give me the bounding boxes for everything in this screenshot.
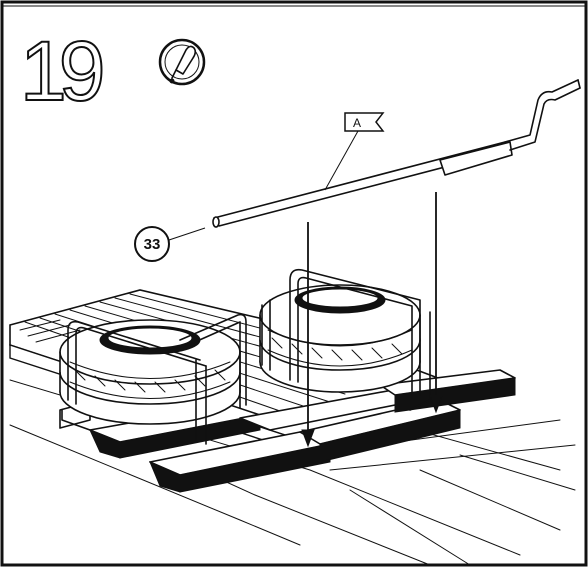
part-letter-callout: A bbox=[324, 112, 385, 191]
part-letter-label: A bbox=[353, 116, 361, 130]
cross-beams bbox=[59, 369, 516, 493]
grease-tube-icon bbox=[158, 38, 206, 86]
part-number-callout: 33 bbox=[134, 226, 206, 262]
right-tire-stack bbox=[259, 268, 431, 411]
part-number-label: 33 bbox=[144, 236, 161, 253]
step-number: 19 bbox=[20, 24, 102, 118]
left-tire-stack bbox=[59, 313, 247, 445]
rod-part-a[interactable] bbox=[212, 79, 581, 228]
insertion-arrows bbox=[301, 192, 443, 448]
